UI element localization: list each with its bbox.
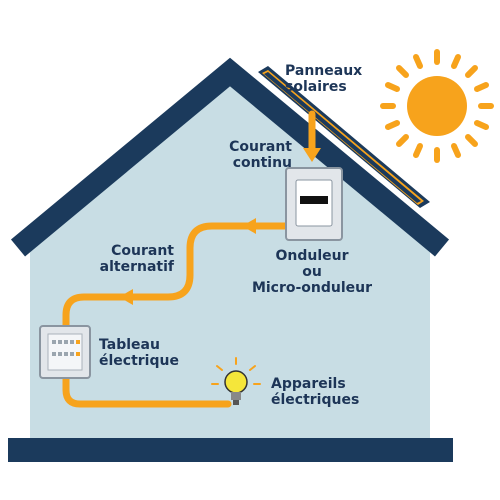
light-bulb-icon	[211, 357, 261, 405]
arrow-icon	[119, 148, 321, 305]
electrical-panel-icon	[39, 325, 91, 379]
roof	[10, 57, 450, 257]
ground-bar	[8, 438, 453, 462]
solar-panel-icon	[258, 66, 430, 208]
inverter-icon	[285, 167, 343, 241]
sun-icon	[380, 49, 494, 163]
appliance-cable	[62, 374, 232, 408]
ac-cable	[62, 222, 290, 334]
